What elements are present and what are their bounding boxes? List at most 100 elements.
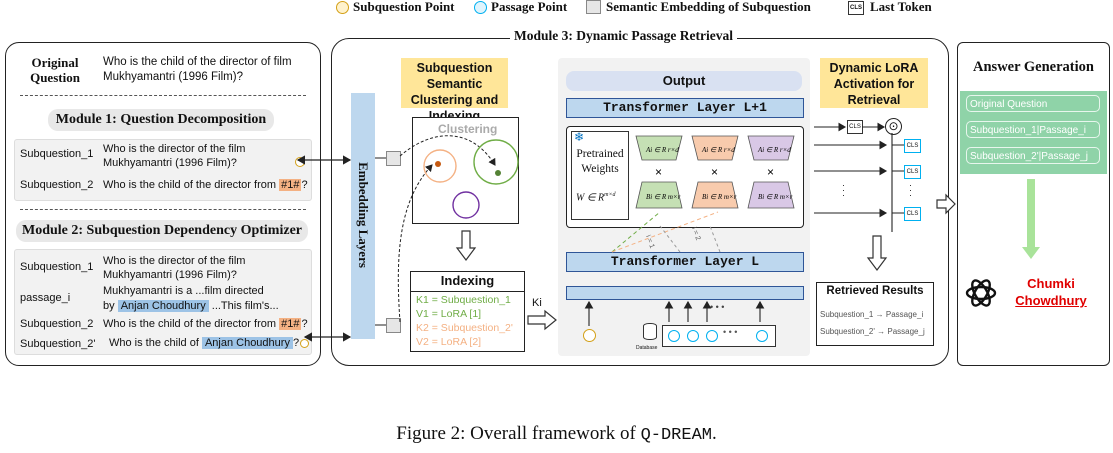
- legend-last-token: Last Token: [870, 0, 932, 14]
- indexing-item: V1 = LoRA [1]: [416, 308, 482, 320]
- lora-b-matrix: [747, 181, 795, 209]
- semantic-embedding-box-1: [386, 151, 401, 166]
- lora-b-label: Bi ∈ R m×r: [646, 193, 681, 201]
- subquestion-token: [583, 329, 596, 342]
- legend-passage-point: Passage Point: [491, 0, 568, 14]
- lora-b-matrix: [691, 181, 739, 209]
- database-label: Database: [636, 345, 658, 351]
- module2-title: Module 2: Subquestion Dependency Optimiz…: [16, 220, 308, 242]
- transformer-layer-top: Transformer Layer L+1: [566, 98, 804, 118]
- legend: Subquestion Point Passage Point Semantic…: [336, 0, 956, 16]
- lora-b-matrix: [635, 181, 683, 209]
- answer-down-arrow: [1027, 179, 1035, 249]
- m1-sq1-text: Who is the director of the film Mukhyama…: [103, 143, 246, 169]
- passage-point-icon: [474, 1, 487, 14]
- answer-item-sq1: Subquestion_1|Passage_i: [966, 121, 1100, 138]
- embedding-layers: [351, 93, 375, 339]
- m1-sq2-label: Subquestion_2: [20, 179, 94, 191]
- lora-a-label: Ai ∈ R r×d: [645, 146, 679, 154]
- arrow-dots: ···: [842, 180, 845, 200]
- lora-a-matrix: [635, 135, 683, 161]
- left-panel: Original Question Who is the child of th…: [5, 42, 321, 366]
- m2-sq2-label: Subquestion_2: [20, 318, 94, 330]
- indexing-item: V2 = LoRA [2]: [416, 336, 482, 348]
- token-dots-row: • • •: [710, 302, 725, 312]
- passage-token: [668, 330, 680, 342]
- answer-down-arrowhead: [1022, 247, 1040, 259]
- pretrained-weights-box: ❄ Pretrained Weights W ∈ Rm×d: [571, 130, 629, 220]
- lora-b-label: Bi ∈ R m×r: [758, 193, 793, 201]
- module1-box: Subquestion_1 Who is the director of the…: [14, 139, 312, 201]
- answer-text: Chumki Chowdhury: [1015, 276, 1087, 308]
- original-question-text: Who is the child of the director of film…: [103, 56, 292, 83]
- indexing-item: K2 = Subquestion_2': [416, 322, 513, 334]
- database-icon: [643, 323, 657, 340]
- pretrained-weights-label: Pretrained Weights: [576, 148, 624, 175]
- odot-icon: ⊙: [885, 118, 902, 135]
- module1-title: Module 1: Question Decomposition: [48, 109, 274, 131]
- figure-caption: Figure 2: Overall framework of Q-DREAM.: [396, 423, 717, 445]
- lora-a-label: Ai ∈ R r×d: [757, 146, 791, 154]
- m2-sq1-text: Who is the director of the film Mukhyama…: [103, 255, 246, 281]
- m2-sq2p-label: Subquestion_2': [20, 338, 96, 350]
- answer-panel: Answer Generation Original Question Subq…: [957, 42, 1110, 366]
- passage-token: [756, 330, 768, 342]
- divider: [20, 209, 306, 210]
- legend-subquestion-point: Subquestion Point: [353, 0, 455, 14]
- m2-sq2-text: Who is the child of the director from #1…: [103, 318, 308, 330]
- clustering-box: Clustering: [412, 117, 519, 224]
- module2-box: Subquestion_1 Who is the director of the…: [14, 249, 312, 355]
- retrieved-row-2: Subquestion_2' → Passage_j: [820, 327, 925, 336]
- m1-sq1-label: Subquestion_1: [20, 148, 94, 160]
- m2-passage-label: passage_i: [20, 292, 71, 304]
- lora-a-matrix: [747, 135, 795, 161]
- cls-token-3: CLS: [904, 207, 921, 221]
- lora-a-label: Ai ∈ R r×d: [701, 146, 735, 154]
- answer-item-original: Original Question: [966, 95, 1100, 112]
- passage-token: [706, 330, 718, 342]
- m1-sq2-text: Who is the child of the director from #1…: [103, 179, 308, 191]
- dynamic-lora-header: Dynamic LoRA Activation for Retrieval: [820, 58, 928, 108]
- clustering-label: Clustering: [438, 122, 498, 136]
- cls-last-token: CLS: [847, 120, 863, 134]
- original-question-label: Original Question: [30, 55, 80, 85]
- token-dots: • • •: [723, 327, 738, 337]
- ki-label: Ki: [532, 297, 542, 309]
- retrieved-row-1: Subquestion_1 → Passage_i: [820, 310, 924, 319]
- divider: [20, 95, 306, 96]
- m2-passage-text: Mukhyamantri is a ...film directed by An…: [103, 285, 279, 312]
- lora-a-matrix: [691, 135, 739, 161]
- m2-subquestion-point: [300, 339, 309, 348]
- clustering-header: Subquestion Semantic Clustering and Inde…: [401, 58, 508, 123]
- passage-tokens-box: • • •: [662, 325, 776, 347]
- cls-dots: ···: [909, 180, 912, 200]
- embedding-layers-label: Embedding Layers: [356, 162, 371, 268]
- semantic-embedding-icon: [586, 0, 601, 14]
- indexing-item: K1 = Subquestion_1: [416, 294, 511, 306]
- cls-token-1: CLS: [904, 139, 921, 153]
- input-embedding-bar: [566, 286, 804, 300]
- lora-b-label: Bi ∈ R m×r: [702, 193, 737, 201]
- multiply-sign: ×: [767, 165, 774, 179]
- transformer-layer-bottom: Transformer Layer L: [566, 252, 804, 272]
- weight-formula: W ∈ Rm×d: [576, 192, 616, 204]
- answer-title: Answer Generation: [973, 59, 1094, 75]
- retrieved-results-title: Retrieved Results: [826, 285, 924, 297]
- snowflake-icon: ❄: [574, 130, 585, 144]
- lora-adapters: Ai ∈ R r×d × Bi ∈ R m×r Ai ∈ R r×d × Bi ∈ R m…: [635, 135, 795, 209]
- answer-context-box: Original Question Subquestion_1|Passage_…: [960, 91, 1107, 174]
- cls-token-2: CLS: [904, 165, 921, 179]
- semantic-embedding-box-2: [386, 318, 401, 333]
- multiply-sign: ×: [711, 165, 718, 179]
- output-bar: Output: [566, 71, 802, 91]
- last-token-icon: CLS: [848, 1, 864, 15]
- retrieved-results-box: Retrieved Results Subquestion_1 → Passag…: [816, 282, 934, 346]
- answer-item-sq2: Subquestion_2'|Passage_j: [966, 147, 1100, 164]
- multiply-sign: ×: [655, 165, 662, 179]
- m2-sq2p-text: Who is the child of Anjan Choudhury?: [109, 337, 300, 349]
- subquestion-point-icon: [336, 1, 349, 14]
- m2-sq1-label: Subquestion_1: [20, 261, 94, 273]
- legend-semantic-embedding: Semantic Embedding of Subquestion: [606, 0, 811, 14]
- indexing-title: Indexing: [440, 273, 495, 288]
- module3-title: Module 3: Dynamic Passage Retrieval: [510, 28, 737, 44]
